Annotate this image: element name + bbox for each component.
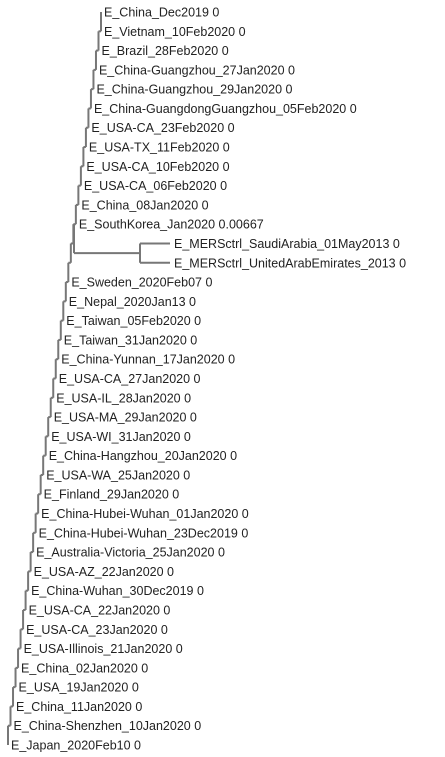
leaf-label: E_China-Hubei-Wuhan_23Dec2019 0: [39, 526, 249, 540]
leaf-label: E_USA-CA_22Jan2020 0: [29, 603, 171, 617]
leaf-label: E_Australia-Victoria_25Jan2020 0: [36, 546, 225, 560]
leaf-label: E_Finland_29Jan2020 0: [44, 488, 180, 502]
leaf-label: E_USA-Illinois_21Jan2020 0: [24, 642, 183, 656]
leaf-label: E_China_Dec2019 0: [104, 6, 219, 20]
leaf-label: E_USA-WI_31Jan2020 0: [51, 430, 191, 444]
leaf-label: E_China-Yunnan_17Jan2020 0: [61, 353, 235, 367]
leaf-label: E_China_08Jan2020 0: [81, 198, 208, 212]
leaf-label: E_Vietnam_10Feb2020 0: [104, 25, 246, 39]
leaf-label: E_Taiwan_05Feb2020 0: [66, 314, 201, 328]
leaf-label: E_China-Hangzhou_20Jan2020 0: [49, 449, 237, 463]
leaf-label: E_USA-CA_23Feb2020 0: [91, 121, 234, 135]
leaf-label: E_USA-IL_28Jan2020 0: [56, 391, 191, 405]
leaf-label: E_Taiwan_31Jan2020 0: [64, 333, 197, 347]
leaf-label: E_USA-WA_25Jan2020 0: [46, 468, 190, 482]
leaf-label: E_MERSctrl_SaudiArabia_01May2013 0: [174, 237, 400, 251]
leaf-label: E_China-Wuhan_30Dec2019 0: [31, 584, 204, 598]
leaf-label: E_USA-CA_10Feb2020 0: [86, 160, 229, 174]
leaf-label: E_USA-AZ_22Jan2020 0: [34, 565, 174, 579]
leaf-label: E_Brazil_28Feb2020 0: [101, 44, 228, 58]
leaf-label: E_Sweden_2020Feb07 0: [71, 276, 212, 290]
leaf-label: E_China-Guangzhou_29Jan2020 0: [96, 83, 292, 97]
leaf-label: E_MERSctrl_UnitedArabEmirates_2013 0: [174, 256, 406, 270]
tree-leaf-labels: E_China_Dec2019 0 E_Vietnam_10Feb2020 0 E_…: [11, 6, 406, 753]
leaf-label: E_USA-MA_29Jan2020 0: [54, 411, 197, 425]
leaf-label: E_China-Hubei-Wuhan_01Jan2020 0: [41, 507, 249, 521]
leaf-label: E_China_02Jan2020 0: [21, 661, 148, 675]
leaf-label: E_Japan_2020Feb10 0: [11, 739, 141, 753]
leaf-label: E_China-Shenzhen_10Jan2020 0: [14, 719, 202, 733]
leaf-label: E_China_11Jan2020 0: [16, 700, 142, 714]
leaf-label: E_USA-CA_27Jan2020 0: [59, 372, 201, 386]
leaf-label: E_Nepal_2020Jan13 0: [69, 295, 196, 309]
leaf-label: E_SouthKorea_Jan2020 0.00667: [79, 218, 264, 232]
leaf-label: E_USA-TX_11Feb2020 0: [89, 141, 230, 155]
leaf-label: E_USA-CA_23Jan2020 0: [26, 623, 168, 637]
leaf-label: E_China-Guangzhou_27Jan2020 0: [99, 63, 295, 77]
leaf-label: E_China-GuangdongGuangzhou_05Feb2020 0: [94, 102, 357, 116]
tree-branches: [7, 12, 170, 745]
leaf-label: E_USA_19Jan2020 0: [19, 681, 139, 695]
leaf-label: E_USA-CA_06Feb2020 0: [84, 179, 227, 193]
